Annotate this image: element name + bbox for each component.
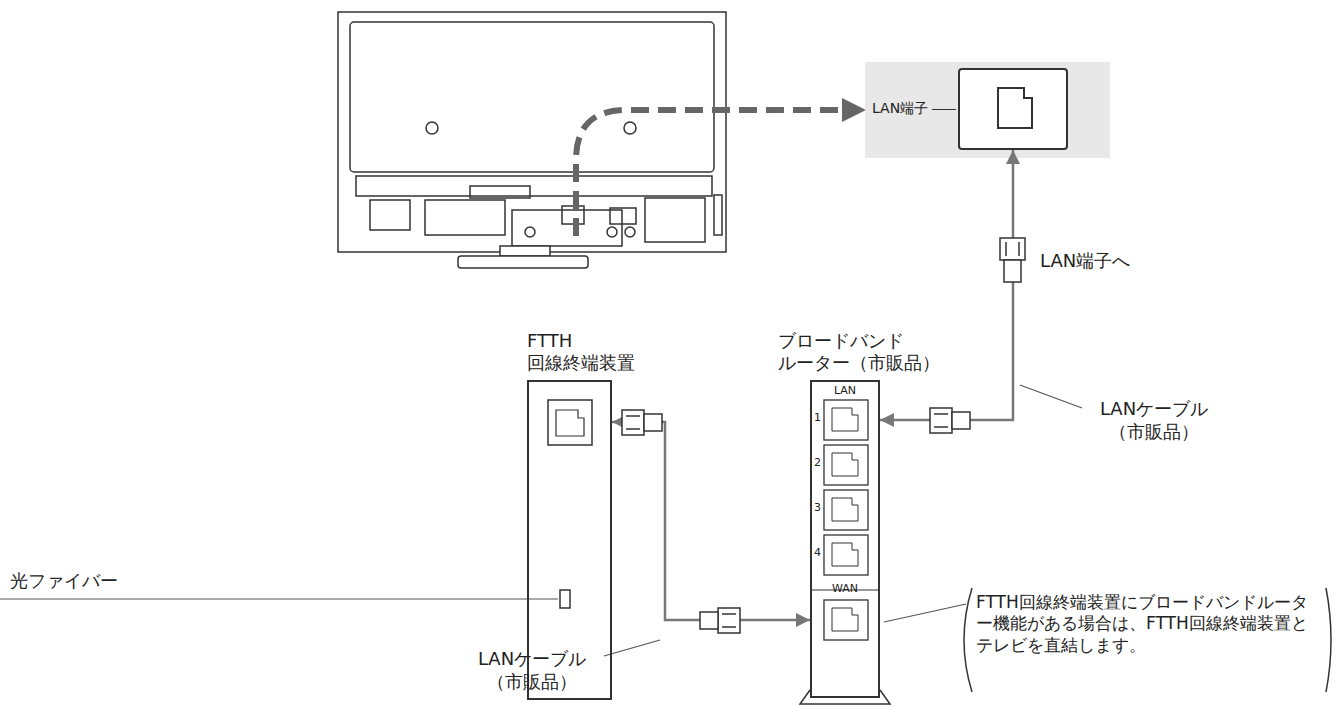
device-heading: ブロードバンド ルーター（市販品） [778, 330, 953, 373]
terminal-label: LAN端子 [872, 100, 928, 118]
port-number: 1 [814, 412, 821, 423]
device-node: FTTH 回線終端装置 [527, 330, 657, 700]
lan-cable [612, 422, 810, 620]
lan-cable [880, 150, 1013, 420]
port-number: 4 [814, 547, 821, 558]
port-number: 3 [814, 502, 821, 513]
callout-label: LAN端子へ [1040, 250, 1180, 273]
port-group-label: WAN [812, 583, 878, 594]
callout-label: LANケーブル （市販品） [462, 648, 602, 693]
device-heading: FTTH 回線終端装置 [527, 330, 657, 373]
port-number: 2 [814, 457, 821, 468]
callout-label: 光ファイバー [10, 570, 210, 593]
callout-label: LANケーブル （市販品） [1084, 398, 1224, 443]
note-text: FTTH回線終端装置にブロードバンドルーター機能がある場合は、FTTH回線終端装… [976, 592, 1322, 656]
tv-illustration [338, 12, 726, 268]
lan-port-box [958, 68, 1068, 150]
device-outline: LAN 1 2 3 4WAN [810, 380, 880, 698]
device-node: LAN端子 [870, 68, 1075, 150]
terminal-tick [932, 109, 956, 110]
device-node: LAN 1 2 3 4WAN ブロードバンド ルーター（市販品） [778, 330, 953, 698]
port-group-label: LAN [812, 385, 878, 396]
